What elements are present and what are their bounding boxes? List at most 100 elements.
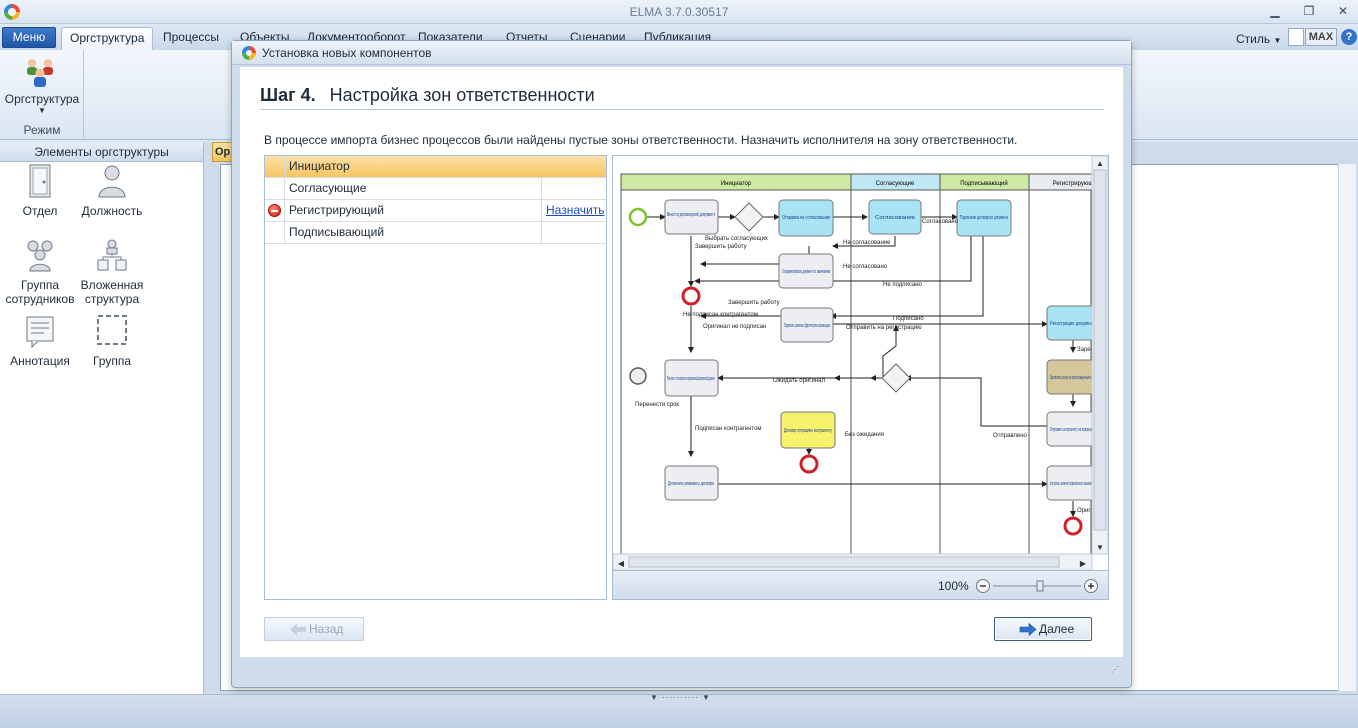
step-number: Шаг 4. [260, 85, 316, 105]
lane-label: Подписывающий [960, 180, 1008, 187]
task-label: Откорректировать документ по замечаниям [782, 269, 830, 275]
panel-header: Элементы оргструктуры [0, 142, 203, 162]
minimize-icon[interactable]: ▁ [1270, 4, 1280, 18]
quick-access-box[interactable] [1288, 28, 1304, 46]
task-label: Подписание договорного документа [960, 215, 1008, 221]
door-icon [29, 164, 51, 198]
back-button[interactable]: Назад [264, 617, 364, 641]
dashed-group-icon [97, 315, 127, 345]
orgstructure-button[interactable]: Оргструктура [4, 92, 80, 106]
person-icon [98, 165, 126, 198]
task-label: Заполнить ссылку на регистрационную карт… [1050, 375, 1096, 381]
element-employee-group[interactable]: Группа сотрудников [0, 238, 80, 306]
step-heading: Шаг 4. Настройка зон ответственности [260, 85, 595, 106]
role-row-initiator[interactable]: Инициатор [265, 156, 606, 178]
scroll-down-icon[interactable]: ▼ [1096, 543, 1104, 552]
gateway [734, 202, 764, 232]
window-titlebar: ELMA 3.7.0.30517 ▁ ❐ ✕ [0, 0, 1358, 24]
back-label: Назад [309, 622, 344, 636]
flow-label: Оригинал не подписан [703, 324, 766, 330]
process-diagram: Инициатор Согласующие Подписывающий Реги… [613, 156, 1108, 570]
people-group-icon [27, 240, 53, 272]
elma-logo-icon [242, 46, 256, 60]
element-label: Группа сотрудников [5, 278, 75, 306]
role-name: Подписывающий [289, 225, 385, 239]
timer-event-icon [629, 367, 647, 385]
close-icon[interactable]: ✕ [1337, 4, 1349, 18]
orgstructure-icon[interactable] [22, 56, 58, 88]
role-row-approvers[interactable]: Согласующие [265, 178, 606, 200]
restore-icon[interactable]: ❐ [1303, 4, 1315, 18]
flow-label: Ожидать оригинал [773, 378, 825, 384]
window-title: ELMA 3.7.0.30517 [629, 5, 729, 19]
arrow-right-icon [1019, 623, 1037, 636]
flow-label: Подписано [893, 316, 924, 322]
max-button[interactable]: MAX [1305, 28, 1337, 46]
process-diagram-preview: Инициатор Согласующие Подписывающий Реги… [612, 155, 1109, 600]
status-bar: ▼ ·········· ▼ [0, 693, 1358, 728]
ribbon-group-mode: Оргструктура ▼ Режим [0, 50, 84, 138]
step-description: В процессе импорта бизнес процессов были… [264, 133, 1018, 147]
heading-divider [260, 109, 1104, 110]
flow-label: Не подписано [883, 282, 923, 288]
flow-label: Заре [1077, 347, 1091, 353]
task-label: Согласование [875, 215, 915, 221]
task-label: Внести договорной документ [667, 211, 715, 218]
zoom-thumb [1036, 580, 1044, 592]
scroll-up-icon[interactable]: ▲ [1096, 159, 1104, 168]
ribbon-group-label: Режим [23, 123, 61, 137]
flow-label: Не согласовано [843, 264, 888, 270]
task-label: Отправить контрагенту на подписание [1050, 427, 1096, 433]
element-department[interactable]: Отдел [0, 164, 80, 218]
workspace-scrollbar[interactable] [1338, 164, 1356, 691]
flow-label: Без ожидания [845, 432, 884, 438]
element-annotation[interactable]: Аннотация [0, 314, 80, 368]
resize-grip-icon[interactable]: ⋰ [1111, 665, 1119, 674]
dialog-titlebar: Установка новых компонентов [232, 41, 1131, 65]
task-label: Контроль наличия подписанного экземпляра [1050, 481, 1096, 487]
zoom-level: 100% [938, 579, 969, 593]
menu-button[interactable]: Меню [2, 27, 56, 48]
zoom-toolbar: 100% [613, 570, 1108, 599]
element-nested-structure[interactable]: Вложенная структура [72, 238, 152, 306]
flow-label: Согласовано [922, 219, 959, 225]
flow-label: Завершить работу [728, 300, 780, 306]
step-title: Настройка зон ответственности [329, 85, 595, 105]
zoom-slider[interactable] [975, 578, 1099, 594]
role-name: Согласующие [289, 181, 367, 195]
element-label: Группа [92, 354, 132, 368]
element-position[interactable]: Должность [72, 164, 152, 218]
task-label: Договор отправлен контрагенту [784, 428, 832, 434]
scroll-right-icon[interactable]: ▶ [1080, 559, 1087, 568]
tab-processes[interactable]: Процессы [163, 30, 220, 44]
flow-label: Выбрать согласующих [705, 236, 768, 242]
chevron-down-icon[interactable]: ▼ [38, 106, 46, 115]
start-event [628, 207, 648, 227]
flow-label: Перенести срок [635, 402, 679, 408]
lane-label: Регистрирующ [1053, 181, 1094, 187]
role-name: Регистрирующий [289, 203, 384, 217]
document-tab[interactable]: Ор [212, 142, 236, 162]
scroll-thumb[interactable] [628, 556, 1060, 568]
style-dropdown[interactable]: Стиль ▼ [1236, 32, 1281, 46]
assign-link[interactable]: Назначить [546, 203, 605, 217]
role-row-signer[interactable]: Подписывающий [265, 222, 606, 244]
end-event [681, 286, 701, 306]
next-button[interactable]: Далее [994, 617, 1092, 641]
dialog-title: Установка новых компонентов [262, 46, 432, 60]
tab-orgstructure[interactable]: Оргструктура [61, 27, 154, 50]
role-row-registrar[interactable]: Регистрирующий Назначить [265, 200, 606, 222]
style-label: Стиль [1236, 32, 1271, 46]
scroll-left-icon[interactable]: ◀ [618, 559, 625, 568]
lane-label: Инициатор [721, 181, 752, 187]
scroll-thumb[interactable] [1093, 169, 1107, 531]
ribbon-tabs: Меню Оргструктура Процессы Объекты Докум… [0, 24, 1358, 50]
collapse-handle-icon[interactable]: ▼ ·········· ▼ [650, 693, 711, 702]
role-name: Инициатор [289, 159, 350, 173]
flow-label: Ориг [1077, 508, 1091, 514]
panel-splitter[interactable] [204, 142, 212, 694]
elma-logo-icon [4, 4, 20, 20]
swimlane-roles-list: Инициатор Согласующие Регистрирующий Наз… [264, 155, 607, 600]
help-button[interactable]: ? [1341, 29, 1357, 45]
element-group[interactable]: Группа [72, 314, 152, 368]
